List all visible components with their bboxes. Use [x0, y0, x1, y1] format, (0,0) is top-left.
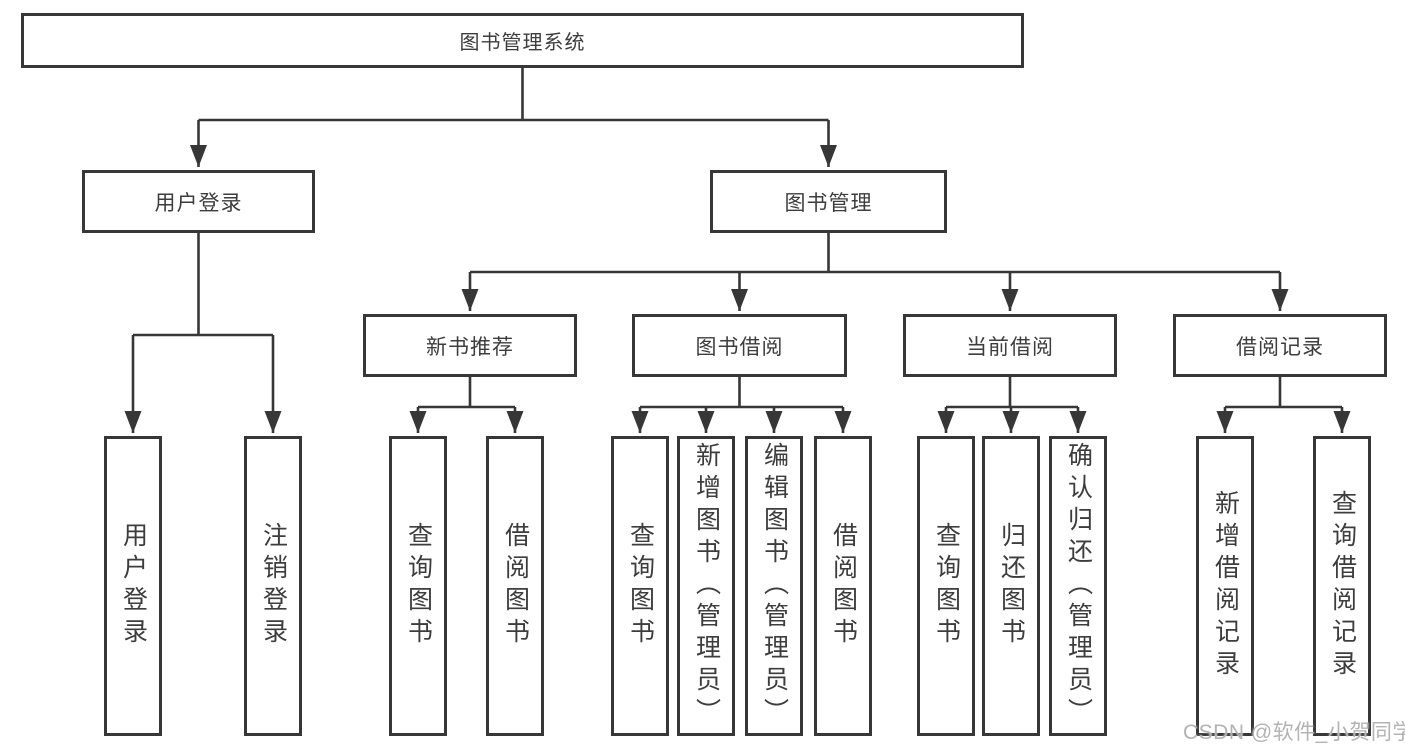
- leaf-borrow-books-label: 借阅图书: [829, 522, 858, 650]
- node-book-management: 图书管理: [710, 170, 947, 233]
- node-root-system: 图书管理系统: [21, 13, 1024, 68]
- leaf-query-books-recommend-label: 查询图书: [404, 522, 433, 650]
- node-new-book-recommend-label: 新书推荐: [426, 335, 514, 359]
- node-new-book-recommend: 新书推荐: [363, 314, 577, 377]
- connector-root-to-level2: [190, 68, 837, 167]
- leaf-query-books-current: 查询图书: [917, 436, 975, 736]
- connector-user-login-to-leaves: [124, 233, 282, 433]
- leaf-logout: 注销登录: [244, 436, 302, 736]
- leaf-query-borrow-record-label: 查询借阅记录: [1328, 490, 1357, 682]
- node-current-borrow-label: 当前借阅: [966, 335, 1054, 359]
- connector-book-management-to-level3: [461, 233, 1289, 311]
- leaf-user-login: 用户登录: [104, 436, 162, 736]
- connector-book-borrow-to-leaves: [631, 377, 852, 433]
- node-book-management-label: 图书管理: [784, 191, 873, 215]
- leaf-edit-books-admin: 编辑图书（管理员）: [745, 436, 803, 736]
- node-book-borrow: 图书借阅: [632, 314, 847, 377]
- leaf-user-login-label: 用户登录: [119, 522, 148, 650]
- leaf-add-borrow-record-label: 新增借阅记录: [1211, 490, 1240, 682]
- node-borrow-records-label: 借阅记录: [1236, 335, 1324, 359]
- node-borrow-records: 借阅记录: [1173, 314, 1387, 377]
- leaf-query-borrow-record: 查询借阅记录: [1313, 436, 1371, 736]
- leaf-query-books-recommend: 查询图书: [389, 436, 447, 736]
- leaf-confirm-return-admin-label: 确认归还（管理员）: [1064, 442, 1093, 730]
- connector-borrow-records-to-leaves: [1216, 377, 1351, 433]
- leaf-borrow-books-recommend-label: 借阅图书: [501, 522, 530, 650]
- leaf-return-books: 归还图书: [982, 436, 1040, 736]
- leaf-add-borrow-record: 新增借阅记录: [1196, 436, 1254, 736]
- node-user-login: 用户登录: [82, 170, 315, 233]
- node-root-label: 图书管理系统: [459, 32, 586, 54]
- leaf-edit-books-admin-label: 编辑图书（管理员）: [760, 442, 789, 730]
- leaf-query-books-borrow: 查询图书: [611, 436, 669, 736]
- leaf-confirm-return-admin: 确认归还（管理员）: [1049, 436, 1107, 736]
- connector-current-borrow-to-leaves: [937, 377, 1087, 433]
- leaf-query-books-borrow-label: 查询图书: [626, 522, 655, 650]
- leaf-add-books-admin-label: 新增图书（管理员）: [692, 442, 721, 730]
- leaf-add-books-admin: 新增图书（管理员）: [677, 436, 735, 736]
- leaf-query-books-current-label: 查询图书: [932, 522, 961, 650]
- node-book-borrow-label: 图书借阅: [695, 335, 784, 359]
- leaf-borrow-books: 借阅图书: [814, 436, 872, 736]
- leaf-logout-label: 注销登录: [259, 522, 288, 650]
- leaf-borrow-books-recommend: 借阅图书: [486, 436, 544, 736]
- connector-new-book-recommend-to-leaves: [409, 377, 524, 433]
- node-user-login-label: 用户登录: [154, 191, 243, 215]
- watermark: CSDN @软件_小贺同学: [1183, 721, 1405, 744]
- leaf-return-books-label: 归还图书: [997, 522, 1026, 650]
- node-current-borrow: 当前借阅: [903, 314, 1117, 377]
